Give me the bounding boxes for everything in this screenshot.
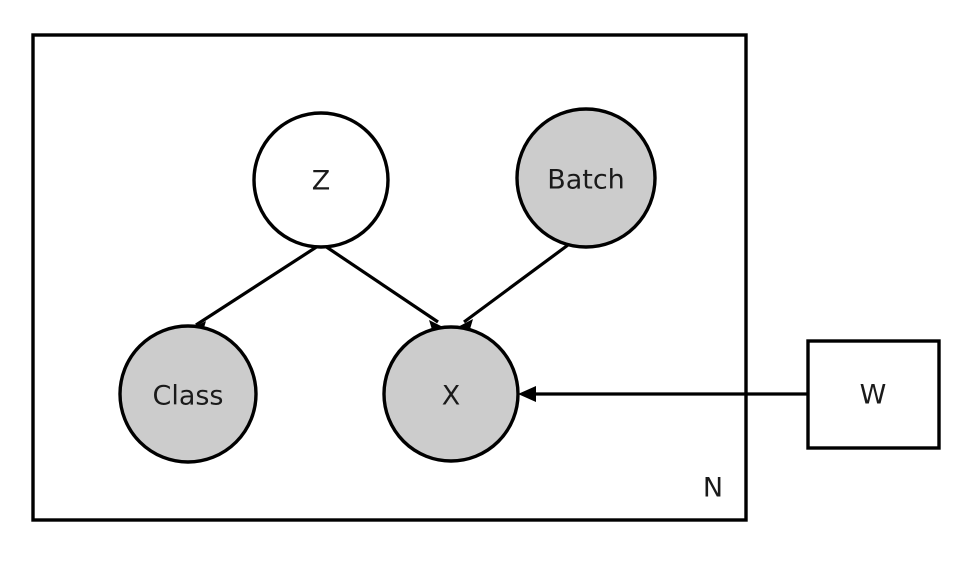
node-x-circle[interactable] <box>382 325 520 463</box>
node-class-circle[interactable] <box>118 324 258 464</box>
node-class-label: Class <box>152 381 223 412</box>
node-w-label: W <box>860 380 887 411</box>
node-class[interactable]: Class <box>118 324 258 464</box>
node-batch-label: Batch <box>547 165 625 196</box>
node-batch-circle[interactable] <box>515 107 657 249</box>
node-w[interactable]: W <box>806 339 941 450</box>
edge-z-to-class-line <box>195 244 319 327</box>
node-x-label: X <box>442 381 461 412</box>
edge-w-to-x-arrowhead <box>518 386 536 402</box>
node-z[interactable]: Z <box>252 111 390 249</box>
node-batch[interactable]: Batch <box>515 107 657 249</box>
node-w-rect[interactable] <box>806 339 941 450</box>
edge-z-to-x-line <box>324 244 439 324</box>
node-z-label: Z <box>312 166 331 197</box>
node-z-circle[interactable] <box>252 111 390 249</box>
plate-rectangle <box>31 33 748 522</box>
edge-w-to-x <box>518 386 808 402</box>
edge-batch-to-x-line <box>463 243 569 324</box>
node-x[interactable]: X <box>382 325 520 463</box>
plate-count-label: N <box>703 473 723 504</box>
